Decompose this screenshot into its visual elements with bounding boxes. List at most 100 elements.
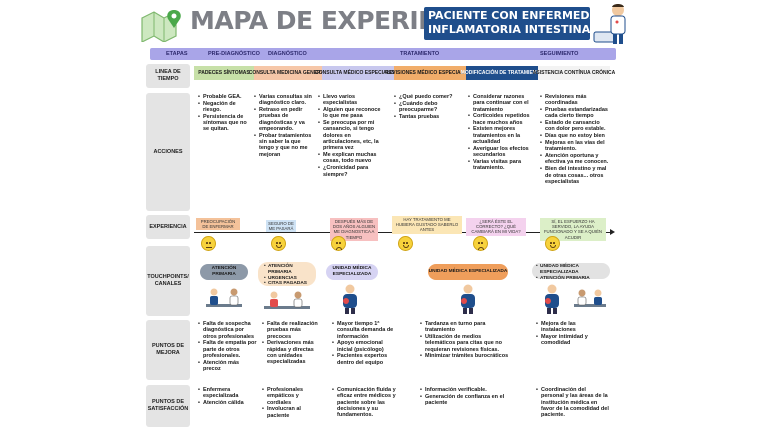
emotion-bubble-6: SÍ, EL ESFUERZO HA SERVIDO, LA AYUDA FUN… [540, 218, 606, 241]
pain-points-col-3: Mayor tiempo 1ª consulta demanda de info… [332, 321, 398, 367]
list-item: Considerar razones para continuar con el… [468, 94, 534, 113]
satisfaction-col-3: Comunicación fluida y eficaz entre médic… [332, 387, 398, 419]
list-item: Probar tratamientos sin saber la que ten… [254, 133, 314, 158]
smile-face-icon [398, 236, 413, 251]
subtitle-line-1: PACIENTE CON ENFERMEDAD [428, 9, 608, 22]
satisfaction-col-2: Profesionales empáticos y cordiales Invo… [262, 387, 318, 419]
smile-face-icon [545, 236, 560, 251]
emotion-bubble-4: HAY TRATAMIENTO ME HUBIERA GUSTADO SABER… [392, 216, 462, 234]
list-item: Atención cálida [198, 400, 252, 407]
list-item: Varias visitas para tratamiento. [468, 159, 534, 172]
satisfaction-col-4: Información verificable. Generación de c… [420, 387, 512, 407]
actions-col-2: Varias consultas sin diagnóstico claro. … [254, 94, 314, 158]
stages-label: ETAPAS [166, 51, 188, 57]
list-item: Pruebas estandarizadas cada cierto tiemp… [540, 107, 610, 120]
list-item: ¿Cuándo debo preocuparme? [394, 101, 462, 114]
patient-figure-icon [545, 284, 559, 314]
timeline-step-6: ASISTENCIA CONTÍNUA CRÓNICA [533, 66, 615, 80]
list-item: Corticoides repetidos hace muchos años [468, 113, 534, 126]
list-item: Involucran al paciente [262, 406, 318, 419]
stage-tratamiento: TRATAMIENTO [400, 51, 440, 57]
list-item: Mayor intimidad y comodidad [536, 334, 610, 347]
list-item: Minimizar trámites burocráticos [420, 353, 512, 360]
list-item: Falta de sospecha diagnóstica por otros … [198, 321, 258, 340]
actions-col-6: Revisiones más coordinadas Pruebas estan… [540, 94, 610, 186]
list-item: Alguien que reconoce lo que me pasa [318, 107, 384, 120]
timeline-step-5: MODIFICACIÓN DE TRATAMIENTO [461, 66, 543, 80]
list-item: Atención más precoz [198, 360, 258, 373]
timeline-step-1: PADECES SÍNTOMAS [194, 66, 254, 80]
pain-points-col-4: Tardanza en turno para tratamiento Utili… [420, 321, 512, 360]
list-item: Mejoras en las vías del tratamiento. [540, 140, 610, 153]
actions-col-5: Considerar razones para continuar con el… [468, 94, 534, 172]
subtitle-box: PACIENTE CON ENFERMEDAD INFLAMATORIA INT… [424, 7, 608, 40]
list-item: Revisiones más coordinadas [540, 94, 610, 107]
consultation-scene-icon [574, 289, 606, 307]
list-item: Información verificable. [420, 387, 512, 394]
consultation-scene-icon [206, 288, 242, 307]
sad-face-icon [331, 236, 346, 251]
list-item: Tardanza en turno para tratamiento [420, 321, 512, 334]
touchpoint-pill-4: UNIDAD MÉDICA ESPECIALIZADA [428, 264, 508, 280]
list-item: Comunicación fluida y eficaz entre médic… [332, 387, 398, 418]
touchpoint-list-2: ATENCIÓN PRIMARIA URGENCIAS CITAS PAGADA… [264, 264, 316, 287]
row-label-timeline: LINEA DE TIEMPO [146, 64, 190, 88]
pain-points-col-2: Falta de realización pruebas más precoce… [262, 321, 320, 366]
list-item: Mejora de las instalaciones [536, 321, 610, 334]
touchpoint-pill-1: ATENCIÓN PRIMARIA [200, 264, 248, 280]
doctor-figure-icon [593, 4, 626, 44]
list-item: ¿Cronicidad para siempre? [318, 165, 384, 178]
stage-seguimiento: SEGUIMIENTO [540, 51, 579, 57]
stage-diagnostico: DIAGNÓSTICO [268, 51, 307, 57]
actions-col-4: ¿Qué puedo comer? ¿Cuándo debo preocupar… [394, 94, 462, 121]
list-item: Profesionales empáticos y cordiales [262, 387, 318, 406]
row-label-experience: EXPERIENCIA [146, 215, 190, 239]
satisfaction-col-5: Coordinación del personal y las áreas de… [536, 387, 610, 419]
touchpoint-list-5: UNIDAD MÉDICA ESPECIALIZADA ATENCIÓN PRI… [536, 264, 610, 281]
stages-bar: ETAPAS PRE-DIAGNÓSTICO DIAGNÓSTICO TRATA… [150, 48, 616, 60]
emotion-bubble-2: SEGURO DE ME PASARÁ [266, 220, 296, 233]
list-item: Coordinación del personal y las áreas de… [536, 387, 610, 418]
actions-col-3: Llevo varios especialistas Alguien que r… [318, 94, 384, 178]
consultation-scene-icon [264, 291, 310, 309]
list-item: Llevo varios especialistas [318, 94, 384, 107]
list-item: Falta de realización pruebas más precoce… [262, 321, 320, 340]
list-item: ATENCIÓN PRIMARIA [536, 276, 610, 282]
list-item: Bien del intestino y mal de otras cosas.… [540, 166, 610, 185]
subtitle-line-2: INFLAMATORIA INTESTINAL [428, 23, 598, 36]
list-item: ¿Qué puedo comer? [394, 94, 462, 101]
map-pin-icon [141, 10, 181, 42]
sad-face-icon [473, 236, 488, 251]
list-item: Me explican muchas cosas, todo nuevo [318, 152, 384, 165]
actions-col-1: Probable GEA. Negación de riesgo. Persis… [198, 94, 250, 133]
timeline-step-4: REVISIONES MÉDICO ESPECIALISTA [385, 66, 475, 80]
timeline-step-3: CONSULTA MÉDICO ESPECIALISTA [315, 66, 401, 80]
list-item: Varias consultas sin diagnóstico claro. [254, 94, 314, 107]
pain-points-col-5: Mejora de las instalaciones Mayor intimi… [536, 321, 610, 347]
neutral-face-icon [201, 236, 216, 251]
list-item: Existen mejores tratamientos en la actua… [468, 126, 534, 145]
list-item: Averiguar los efectos secundarios [468, 146, 534, 159]
list-item: URGENCIAS [264, 276, 316, 282]
row-label-pain-points: PUNTOS DE MEJORA [146, 320, 190, 380]
list-item: Estado de cansancio con dolor pero estab… [540, 120, 610, 133]
row-label-actions: ACCIONES [146, 93, 190, 211]
list-item: Negación de riesgo. [198, 101, 250, 114]
header: MAPA DE EXPERIENCIA PACIENTE CON ENFERME… [0, 0, 768, 46]
list-item: Pacientes expertos dentro del equipo [332, 353, 398, 366]
list-item: Tantas pruebas [394, 114, 462, 121]
pain-points-col-1: Falta de sospecha diagnóstica por otros … [198, 321, 258, 373]
smile-face-icon [271, 236, 286, 251]
list-item: Mayor tiempo 1ª consulta demanda de info… [332, 321, 398, 340]
list-item: Falta de empatía por parte de otros prof… [198, 340, 258, 359]
list-item: Persistencia de síntomas que no se quita… [198, 114, 250, 133]
list-item: Generación de confianza en el paciente [420, 394, 512, 407]
row-label-touchpoints: TOUCHPOINTS/ CANALES [146, 246, 190, 316]
timeline-step-2: CONSULTA MEDICINA GENERAL [249, 66, 327, 80]
list-item: Apoyo emocional inicial (psicólogo) [332, 340, 398, 353]
list-item: Atención oportuna y efectiva ya me conoc… [540, 153, 610, 166]
emotion-bubble-3: DESPUÉS MÁS DE DOS AÑOS ALGUIEN ME DIAGN… [330, 218, 378, 241]
list-item: Se preocupa por mi cansancio, si tengo d… [318, 120, 384, 151]
list-item: Enfermera especializada [198, 387, 252, 400]
list-item: UNIDAD MÉDICA ESPECIALIZADA [536, 264, 610, 276]
